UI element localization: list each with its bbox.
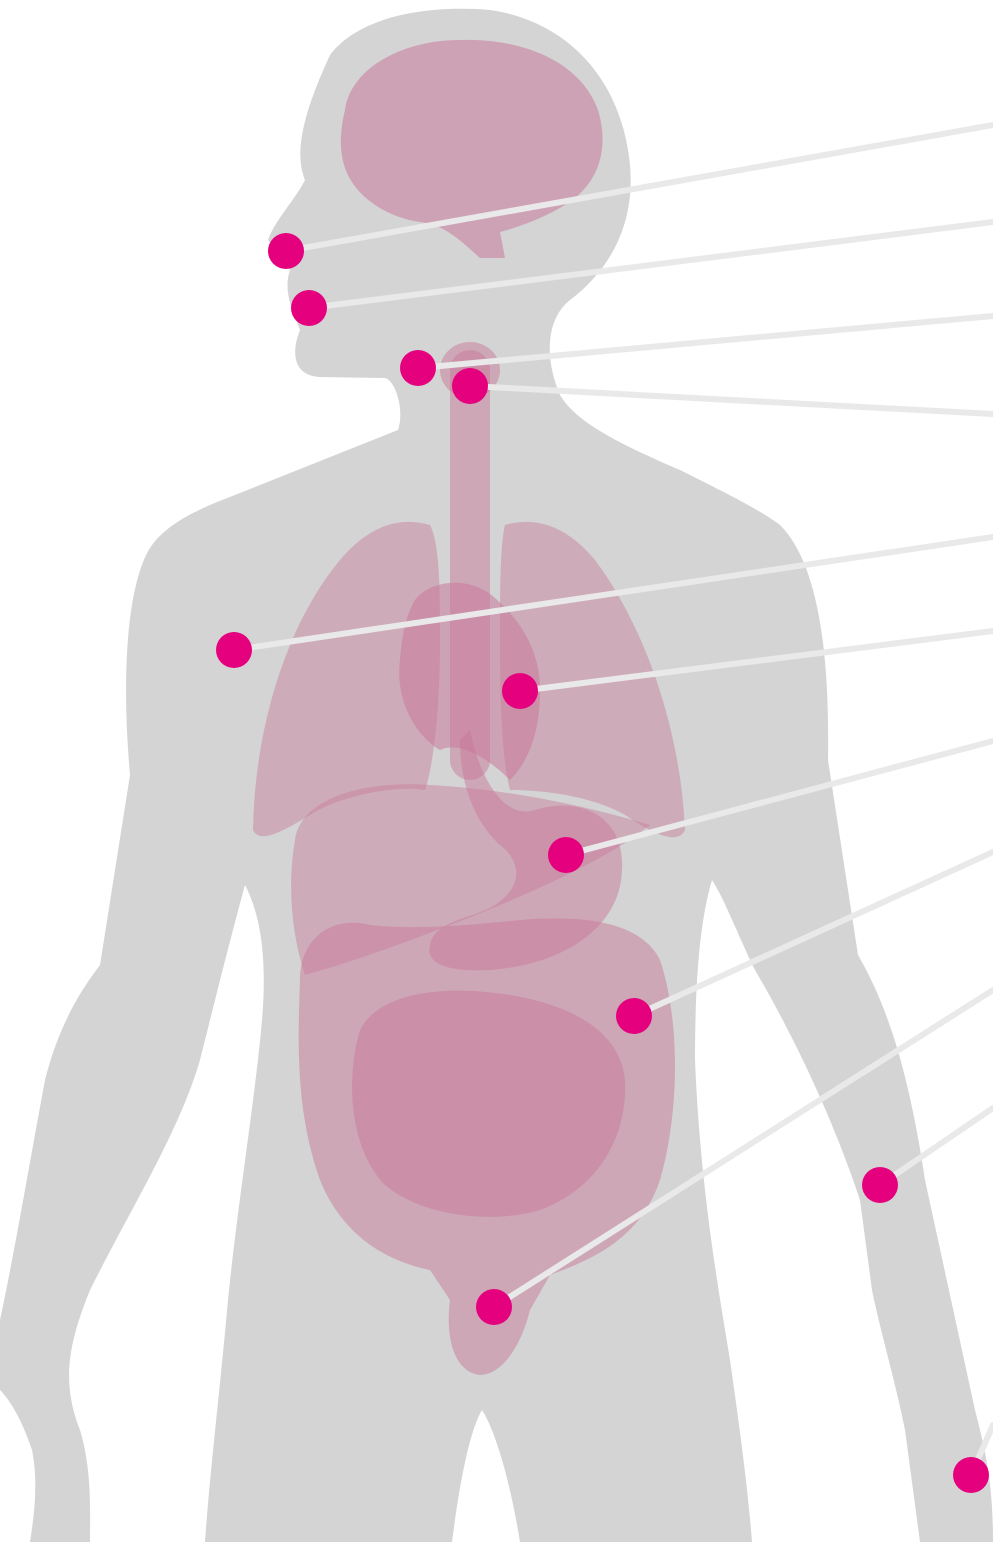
marker-elbow[interactable] — [862, 1167, 898, 1203]
marker-nose[interactable] — [268, 233, 304, 269]
marker-colon[interactable] — [616, 998, 652, 1034]
marker-heart[interactable] — [502, 673, 538, 709]
marker-stomach[interactable] — [548, 837, 584, 873]
marker-mouth[interactable] — [291, 290, 327, 326]
marker-rectum[interactable] — [476, 1289, 512, 1325]
marker-esophagus[interactable] — [452, 368, 488, 404]
small-intestine — [352, 991, 625, 1217]
marker-throat[interactable] — [400, 350, 436, 386]
marker-hand[interactable] — [953, 1457, 989, 1493]
marker-shoulder[interactable] — [216, 632, 252, 668]
